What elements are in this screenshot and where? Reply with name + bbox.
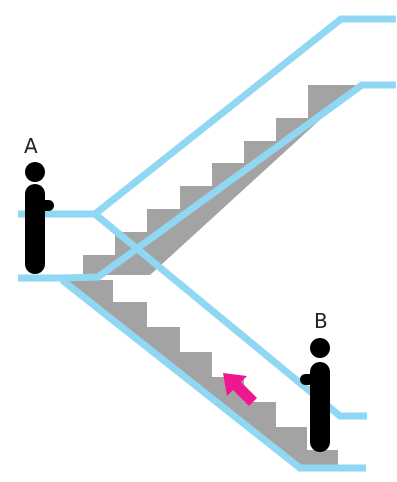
upper-handrail-bottom (18, 81, 396, 282)
lower-handrail-bottom (59, 277, 366, 472)
upper-handrail-top (18, 15, 396, 218)
person-b-label: B (314, 309, 328, 333)
lower-handrail-top (55, 210, 367, 420)
person-a-label: A (24, 134, 38, 158)
person-b-figure (300, 338, 330, 452)
person-a-figure (25, 162, 54, 274)
lower-staircase (62, 280, 338, 468)
upper-staircase (83, 85, 358, 275)
arrow-up-left-icon (223, 373, 257, 406)
